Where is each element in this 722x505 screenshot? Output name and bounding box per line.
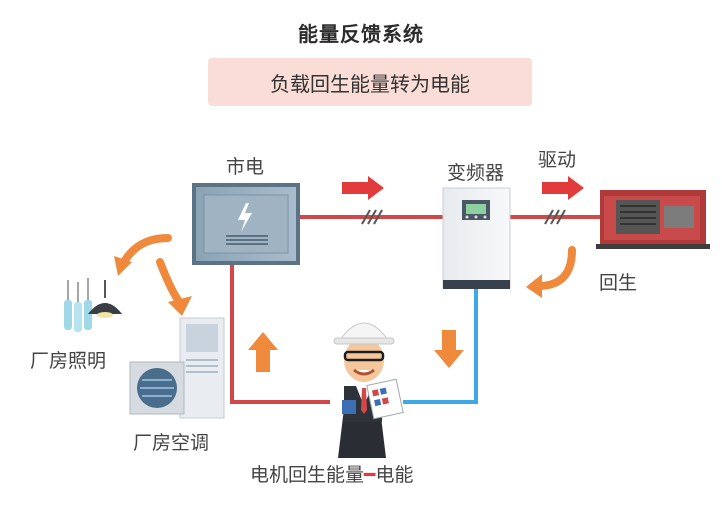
motor-generator: [596, 190, 710, 249]
bottom-caption-head: 电机回生能量: [250, 464, 365, 486]
bottom-caption-dash: ━: [364, 464, 376, 486]
factory-ac-icon: [129, 317, 225, 419]
curved-arrow-to-lighting: [114, 234, 172, 276]
engineer-figure: [333, 322, 404, 458]
red-arrow-drive: [542, 176, 584, 200]
regen-curved-arrow: [526, 246, 576, 298]
inverter-label: 变频器: [447, 162, 505, 184]
factory-lighting-icon: [64, 278, 122, 332]
bottom-caption: 电机回生能量━电能: [250, 460, 413, 487]
line-ticks: [361, 209, 566, 225]
lightning-icon: [238, 203, 252, 232]
curved-arrow-to-ac: [156, 258, 192, 316]
regen-wiring: [403, 288, 478, 404]
grid-label: 市电: [226, 156, 265, 178]
red-arrow-grid: [342, 176, 384, 200]
bottom-caption-tail: 电能: [375, 464, 414, 486]
grid-power-cabinet: [192, 183, 300, 265]
orange-up-arrow: [248, 332, 278, 372]
id-badge: [342, 400, 356, 414]
lighting-label: 厂房照明: [30, 350, 107, 372]
regen-label: 回生: [599, 272, 638, 294]
subtitle-banner: 负载回生能量转为电能: [208, 58, 532, 106]
orange-down-arrow: [434, 330, 464, 368]
subtitle-text: 负载回生能量转为电能: [270, 71, 470, 96]
drive-label: 驱动: [538, 149, 577, 171]
inverter-unit: [442, 187, 511, 289]
diagram-title: 能量反馈系统: [298, 22, 424, 46]
ac-label: 厂房空调: [133, 432, 210, 454]
